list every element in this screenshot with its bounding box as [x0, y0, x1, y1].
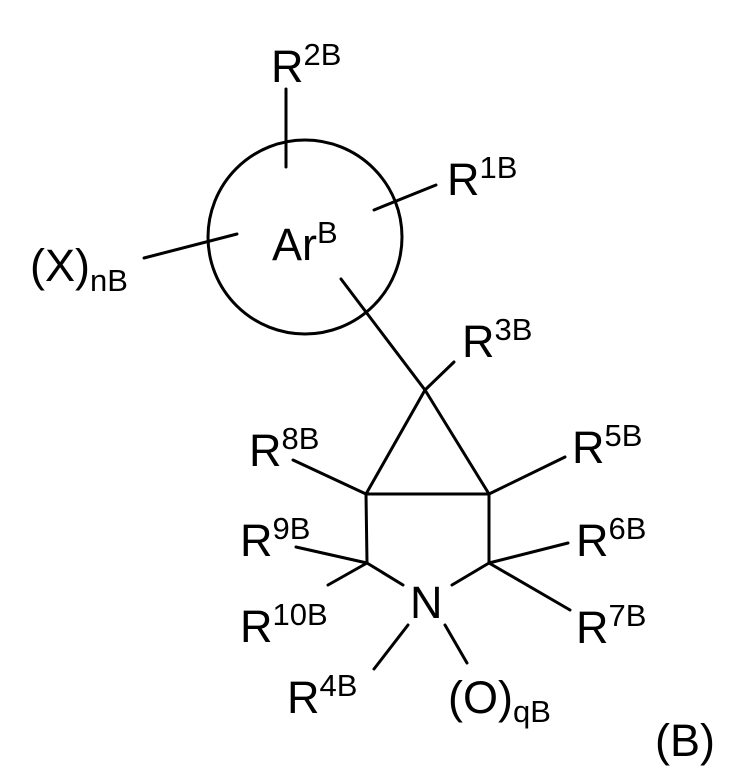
bond-r5b: [489, 457, 565, 494]
label-r3b: R3B: [462, 312, 532, 367]
label-r10b: R10B: [240, 597, 328, 652]
label-nitrogen: N: [410, 577, 443, 628]
bond-r6b: [489, 543, 568, 563]
bond-n-oxide: [445, 625, 467, 663]
bond-right-n: [452, 563, 489, 585]
bond-r4b: [374, 625, 408, 669]
bond-r9b: [296, 547, 367, 563]
label-r9b: R9B: [240, 511, 310, 566]
bond-left-n: [367, 563, 403, 585]
label-r1b: R1B: [447, 150, 517, 205]
formula-label: (B): [655, 715, 715, 766]
bond-xnb: [144, 234, 237, 258]
label-r6b: R6B: [576, 511, 646, 566]
label-o-qb: (O)qB: [448, 672, 551, 729]
label-r5b: R5B: [572, 418, 642, 473]
label-r2b: R2B: [271, 37, 341, 92]
label-r4b: R4B: [287, 668, 357, 723]
bond-left-vertical: [366, 494, 367, 563]
bond-r7b: [489, 563, 570, 610]
bond-r1b: [374, 185, 436, 210]
label-x-nb: (X)nB: [30, 240, 128, 298]
bond-cyclopropane-right: [425, 390, 489, 494]
bond-cyclopropane-left: [366, 390, 425, 494]
bond-r3b: [425, 362, 454, 390]
label-ar-b: ArB: [272, 215, 338, 270]
bond-r10b: [328, 563, 367, 585]
label-r7b: R7B: [576, 598, 646, 653]
bond-r8b: [293, 460, 366, 494]
